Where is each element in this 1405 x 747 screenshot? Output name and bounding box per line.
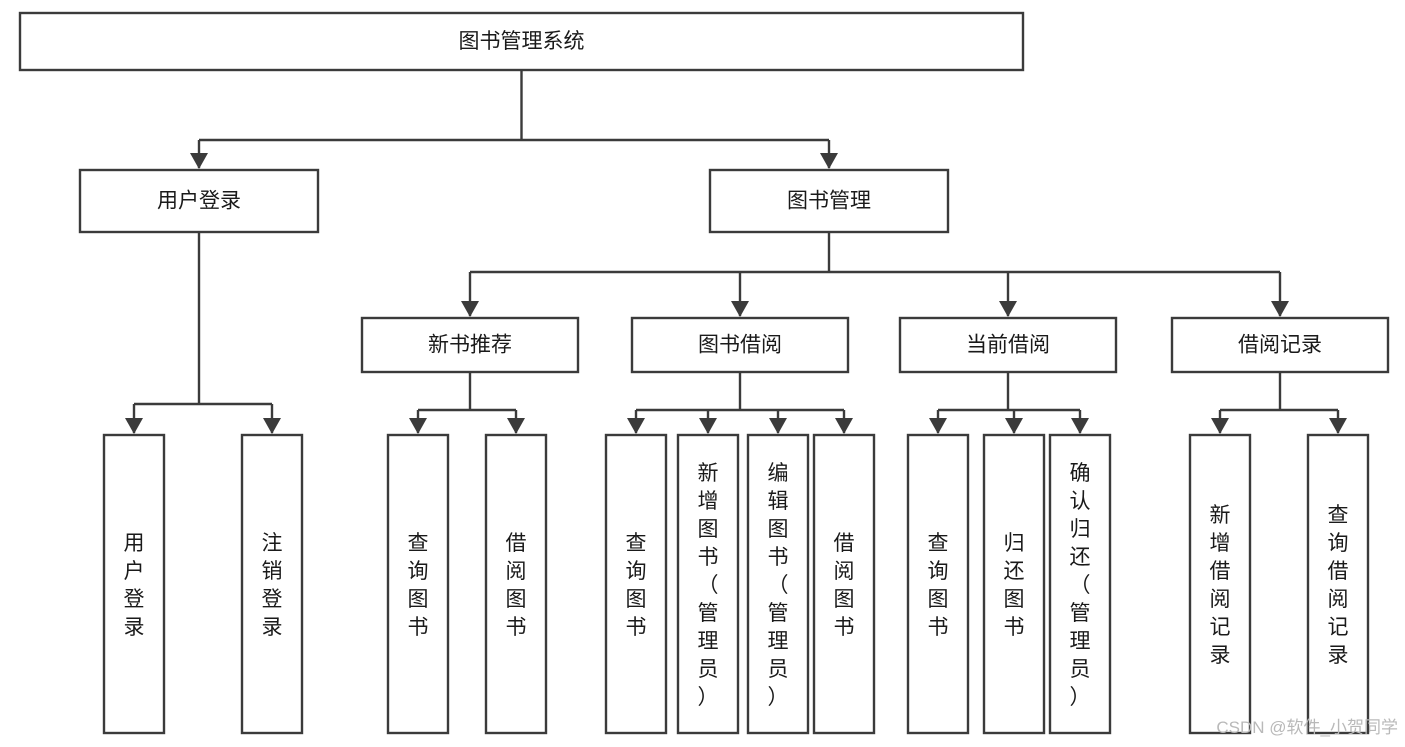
- node-leaf-query-book-rec-label: 查询图书: [408, 532, 429, 639]
- conn-book-manage-drop-1-arrowhead: [731, 301, 749, 317]
- node-root-box[interactable]: [18, 11, 1025, 72]
- node-user-login-label: 用户登录: [157, 190, 241, 213]
- node-leaf-borrow-book-rec-box[interactable]: [484, 433, 548, 735]
- node-leaf-query-record-label: 查询借阅记录: [1328, 504, 1349, 667]
- node-leaf-add-record-label: 新增借阅记录: [1210, 504, 1231, 667]
- node-leaf-borrow-book-rec[interactable]: 借阅图书: [484, 433, 548, 735]
- conn-book-borrow-drop-0-arrowhead: [627, 418, 645, 434]
- node-leaf-user-login-box[interactable]: [102, 433, 166, 735]
- node-leaf-return-book-label: 归还图书: [1004, 532, 1025, 639]
- node-root-label: 图书管理系统: [459, 30, 585, 53]
- conn-book-borrow-drop-3-arrowhead: [835, 418, 853, 434]
- node-book-manage-label: 图书管理: [787, 190, 871, 213]
- node-new-book-rec[interactable]: 新书推荐: [360, 316, 580, 374]
- node-borrow-record-label: 借阅记录: [1238, 334, 1322, 357]
- node-leaf-query-book-rec[interactable]: 查询图书: [386, 433, 450, 735]
- node-leaf-query-book-cur[interactable]: 查询图书: [906, 433, 970, 735]
- node-leaf-borrow-book-bor-box[interactable]: [812, 433, 876, 735]
- node-leaf-user-login-label: 用户登录: [124, 532, 145, 639]
- conn-current-borrow-drop-0-arrowhead: [929, 418, 947, 434]
- node-leaf-query-book-cur-box[interactable]: [906, 433, 970, 735]
- connector-layer: [125, 70, 1347, 434]
- node-new-book-rec-box[interactable]: [360, 316, 580, 374]
- node-leaf-query-book-bor[interactable]: 查询图书: [604, 433, 668, 735]
- conn-user-login-drop-0-arrowhead: [125, 418, 143, 434]
- node-leaf-query-book-cur-label: 查询图书: [928, 532, 949, 639]
- conn-user-login-drop-1-arrowhead: [263, 418, 281, 434]
- conn-borrow-record-drop-1-arrowhead: [1329, 418, 1347, 434]
- node-current-borrow-label: 当前借阅: [966, 334, 1050, 357]
- node-book-manage[interactable]: 图书管理: [708, 168, 950, 234]
- conn-book-borrow-drop-2-arrowhead: [769, 418, 787, 434]
- conn-book-borrow-drop-1-arrowhead: [699, 418, 717, 434]
- conn-book-manage-drop-2-arrowhead: [999, 301, 1017, 317]
- conn-current-borrow-drop-1-arrowhead: [1005, 418, 1023, 434]
- node-leaf-edit-book-box[interactable]: [746, 433, 810, 735]
- node-new-book-rec-label: 新书推荐: [428, 334, 512, 357]
- conn-new-book-rec-drop-1-arrowhead: [507, 418, 525, 434]
- node-leaf-add-book-box[interactable]: [676, 433, 740, 735]
- conn-root-drop-1-arrowhead: [820, 153, 838, 169]
- node-leaf-add-record[interactable]: 新增借阅记录: [1188, 433, 1252, 735]
- node-leaf-query-book-bor-label: 查询图书: [626, 532, 647, 639]
- node-book-manage-box[interactable]: [708, 168, 950, 234]
- node-leaf-return-book-box[interactable]: [982, 433, 1046, 735]
- node-user-login-box[interactable]: [78, 168, 320, 234]
- node-borrow-record[interactable]: 借阅记录: [1170, 316, 1390, 374]
- node-leaf-query-book-rec-box[interactable]: [386, 433, 450, 735]
- node-leaf-edit-book[interactable]: 编辑图书（管理员）: [746, 433, 810, 735]
- node-leaf-logout[interactable]: 注销登录: [240, 433, 304, 735]
- node-leaf-borrow-book-rec-label: 借阅图书: [506, 532, 527, 639]
- node-book-borrow-label: 图书借阅: [698, 334, 782, 357]
- node-leaf-return-book[interactable]: 归还图书: [982, 433, 1046, 735]
- conn-new-book-rec-drop-0-arrowhead: [409, 418, 427, 434]
- node-leaf-logout-label: 注销登录: [262, 532, 283, 639]
- node-leaf-confirm-return-box[interactable]: [1048, 433, 1112, 735]
- node-current-borrow-box[interactable]: [898, 316, 1118, 374]
- node-book-borrow-box[interactable]: [630, 316, 850, 374]
- csdn-watermark: CSDN @软件_小贺同学: [1216, 718, 1398, 737]
- node-leaf-logout-box[interactable]: [240, 433, 304, 735]
- node-book-borrow[interactable]: 图书借阅: [630, 316, 850, 374]
- node-current-borrow[interactable]: 当前借阅: [898, 316, 1118, 374]
- node-user-login[interactable]: 用户登录: [78, 168, 320, 234]
- node-leaf-query-record-box[interactable]: [1306, 433, 1370, 735]
- node-leaf-query-book-bor-box[interactable]: [604, 433, 668, 735]
- conn-borrow-record-drop-0-arrowhead: [1211, 418, 1229, 434]
- node-borrow-record-box[interactable]: [1170, 316, 1390, 374]
- node-leaf-edit-book-label: 编辑图书（管理员）: [768, 462, 789, 709]
- conn-root-drop-0-arrowhead: [190, 153, 208, 169]
- conn-book-manage-drop-0-arrowhead: [461, 301, 479, 317]
- node-leaf-user-login[interactable]: 用户登录: [102, 433, 166, 735]
- node-leaf-add-record-box[interactable]: [1188, 433, 1252, 735]
- node-leaf-confirm-return-label: 确认归还（管理员）: [1070, 462, 1091, 709]
- node-leaf-add-book[interactable]: 新增图书（管理员）: [676, 433, 740, 735]
- node-layer: 图书管理系统用户登录图书管理新书推荐图书借阅当前借阅借阅记录用户登录注销登录查询…: [18, 11, 1390, 735]
- conn-current-borrow-drop-2-arrowhead: [1071, 418, 1089, 434]
- node-root[interactable]: 图书管理系统: [18, 11, 1025, 72]
- conn-book-manage-drop-3-arrowhead: [1271, 301, 1289, 317]
- node-leaf-add-book-label: 新增图书（管理员）: [698, 462, 719, 709]
- node-leaf-borrow-book-bor-label: 借阅图书: [834, 532, 855, 639]
- node-leaf-borrow-book-bor[interactable]: 借阅图书: [812, 433, 876, 735]
- node-leaf-confirm-return[interactable]: 确认归还（管理员）: [1048, 433, 1112, 735]
- node-leaf-query-record[interactable]: 查询借阅记录: [1306, 433, 1370, 735]
